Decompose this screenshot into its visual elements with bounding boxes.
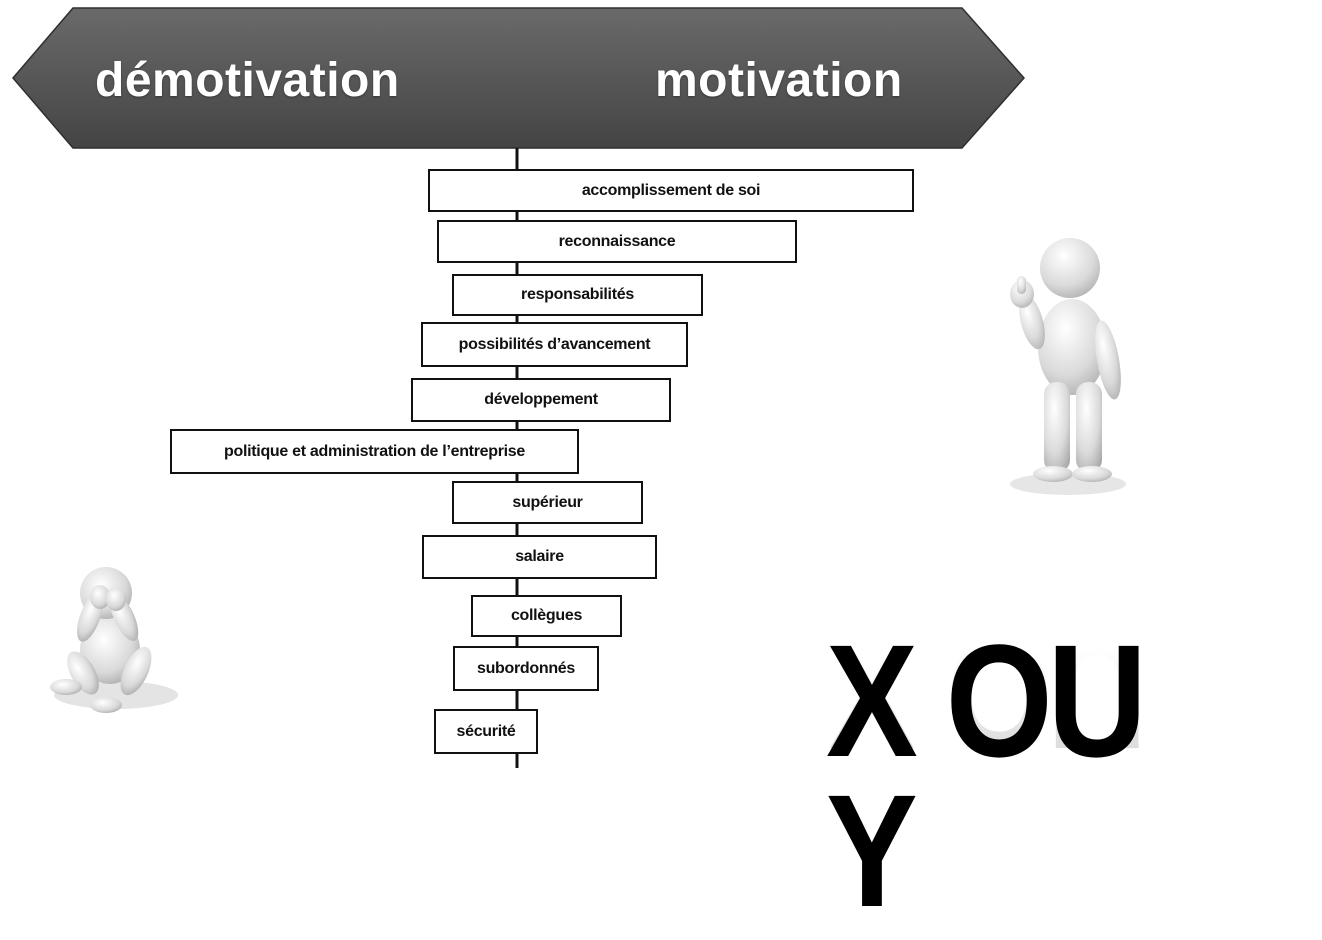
sad-figure-icon	[50, 567, 178, 713]
x-ou-y-reflection: X OU Y	[826, 454, 1142, 783]
motivation-label: motivation	[655, 54, 903, 107]
motivation-scale-banner	[12, 7, 1026, 149]
factor-securite: sécurité	[434, 709, 538, 754]
factor-developpement: développement	[411, 378, 671, 422]
factor-responsabilites: responsabilités	[452, 274, 703, 316]
factor-avancement: possibilités d’avancement	[421, 322, 688, 367]
factor-superieur: supérieur	[452, 481, 643, 524]
factor-collegues: collègues	[471, 595, 622, 637]
factor-reconnaissance: reconnaissance	[437, 220, 797, 263]
thumbs-up-figure-icon	[1010, 238, 1126, 495]
factor-politique-administration: politique et administration de l’entrepr…	[170, 429, 579, 474]
factor-salaire: salaire	[422, 535, 657, 579]
factor-subordonnes: subordonnés	[453, 646, 599, 691]
factor-accomplissement: accomplissement de soi	[428, 169, 914, 212]
demotivation-label: démotivation	[95, 54, 400, 107]
